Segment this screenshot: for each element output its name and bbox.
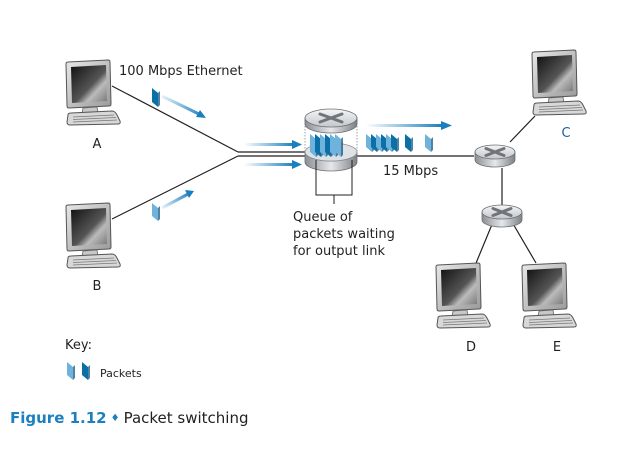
link-b <box>111 155 239 220</box>
ethernet-label: 100 Mbps Ethernet <box>119 64 243 79</box>
arrow-from-a <box>161 94 206 118</box>
figure-caption: Figure 1.12♦Packet switching <box>10 409 249 427</box>
figure-number: Figure 1.12 <box>10 409 107 427</box>
router-2 <box>473 143 517 169</box>
queue-bracket <box>315 160 353 204</box>
queue-annotation-line-1: Queue of <box>293 210 353 225</box>
packet-from-a <box>152 88 160 107</box>
queue-annotation-line-3: for output link <box>293 244 385 259</box>
link-a <box>111 85 239 153</box>
host-a-label: A <box>93 137 102 152</box>
arrow-input-upper <box>244 140 302 149</box>
link-e <box>511 221 537 264</box>
link-d <box>473 221 494 269</box>
link-c <box>509 115 536 143</box>
output-link-label: 15 Mbps <box>383 164 438 179</box>
output-packet <box>425 134 433 152</box>
packet-from-b <box>152 203 160 221</box>
flow-arrows <box>161 94 452 210</box>
host-d <box>435 262 491 329</box>
host-b <box>65 202 121 269</box>
host-a <box>65 59 121 126</box>
packets-in-flight <box>152 88 433 221</box>
host-d-label: D <box>466 340 476 355</box>
host-c-label: C <box>561 126 570 141</box>
key-packet-dark <box>82 362 90 380</box>
host-c <box>531 49 587 116</box>
output-packet <box>405 134 413 152</box>
output-packet <box>391 134 399 152</box>
arrow-output <box>366 121 452 130</box>
caption-separator-icon: ♦ <box>110 413 120 424</box>
host-e <box>521 262 577 329</box>
key-title: Key: <box>65 338 92 353</box>
arrow-input-lower <box>244 160 302 169</box>
queued-packet <box>335 134 343 157</box>
router-3 <box>480 203 524 229</box>
figure-title: Packet switching <box>123 409 249 427</box>
queue-annotation-line-2: packets waiting <box>293 227 395 242</box>
key: Key: Packets <box>65 338 142 380</box>
key-packet-light <box>67 362 75 380</box>
key-packet-icon <box>67 362 90 380</box>
host-e-label: E <box>553 340 561 355</box>
queued-packets <box>310 134 343 157</box>
arrow-from-b <box>161 190 194 210</box>
host-b-label: B <box>93 279 102 294</box>
key-packets-label: Packets <box>100 367 142 380</box>
links <box>111 85 537 269</box>
